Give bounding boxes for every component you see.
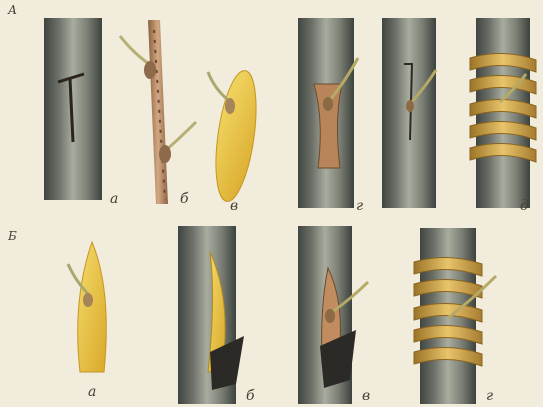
panel-b1-budwood: б bbox=[120, 20, 196, 207]
shield-bud bbox=[83, 293, 93, 307]
stock-trunk bbox=[44, 18, 102, 200]
section-label-a: А bbox=[7, 3, 17, 17]
bud bbox=[406, 100, 414, 112]
budwood-stem bbox=[148, 20, 168, 204]
panel-v2-shield-inserted: в bbox=[298, 226, 370, 404]
panel-g2-label: г bbox=[486, 388, 493, 404]
panel-a1-stock-t-cut: а bbox=[44, 18, 118, 207]
panel-v1-label: в bbox=[230, 198, 238, 214]
panel-g1-label: г bbox=[356, 198, 363, 214]
panel-b2-stock-slit: б bbox=[178, 226, 255, 404]
panel-g1-shield-inserted: г bbox=[298, 18, 363, 214]
shield-petiole bbox=[208, 72, 228, 100]
panel-v1-bud-shield: в bbox=[208, 68, 263, 214]
shield-bud bbox=[323, 97, 333, 111]
panel-d1-tied: д bbox=[470, 18, 536, 214]
shield-bud bbox=[225, 98, 235, 114]
section-label-b: Б bbox=[7, 229, 17, 243]
shield-bud bbox=[325, 309, 335, 323]
shield-wood bbox=[78, 242, 107, 372]
panel-g2-tied: г bbox=[414, 228, 496, 404]
panel-a2-wood-shield: а bbox=[68, 242, 106, 400]
panel-d1-label: д bbox=[520, 198, 529, 214]
bud-upper bbox=[144, 61, 156, 79]
panel-a1-label: а bbox=[110, 191, 118, 207]
petiole-upper bbox=[120, 36, 152, 66]
panel-v2-label: в bbox=[362, 388, 370, 404]
panel-b2-label: б bbox=[246, 388, 255, 404]
panel-b1-label: б bbox=[180, 191, 189, 207]
panel-a2-label: а bbox=[88, 384, 96, 400]
bud-lower bbox=[159, 145, 171, 163]
stock-trunk bbox=[382, 18, 436, 208]
panel-closed-bark bbox=[382, 18, 436, 208]
